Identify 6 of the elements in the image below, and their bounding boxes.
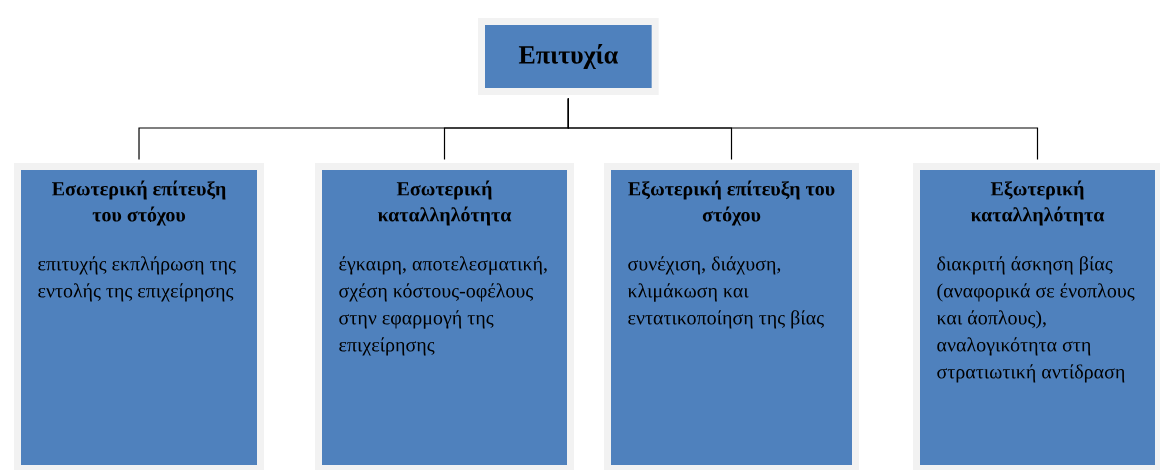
text-box: Εσωτερική επίτευξη του στόχου επιτυχής εκπλήρωση της εντολής της επιχείρησης (14, 163, 264, 470)
text-box: Επιτυχία (478, 18, 659, 95)
connector-line (567, 97, 1039, 161)
text-box: Εξωτερική επίτευξη του στόχου συνέχιση, διάχυση, κλιμάκωση και εντατικοποίηση της βίας (604, 163, 859, 470)
text-box: Εσωτερική καταλληλότητα έγκαιρη, αποτελεσματική, σχέση κόστους-οφέλους στην εφαρμογή της επιχείρησης (315, 163, 574, 470)
text-box: Εξωτερική καταλληλότητα διακριτή άσκηση βίας (αναφορικά σε ένοπλους και άοπλους), αναλογικότητα στη στρατιωτική αντίδραση (913, 163, 1160, 470)
